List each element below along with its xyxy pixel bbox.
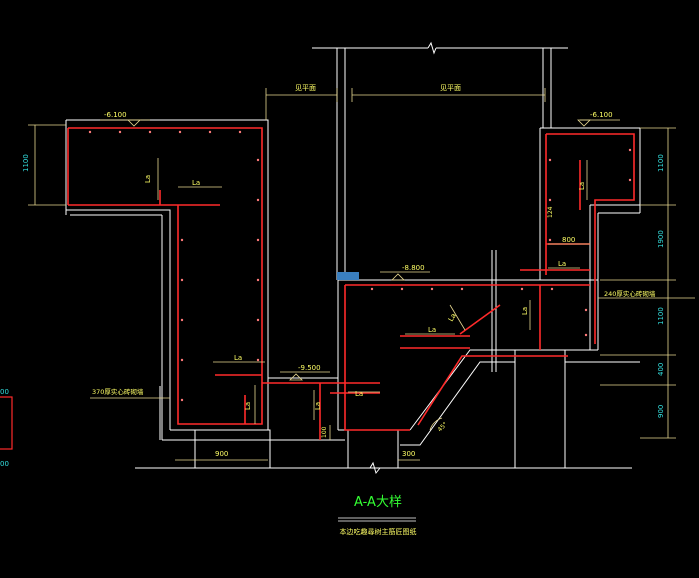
lap-label-9: La: [558, 260, 566, 268]
level-right-top: -6.100: [590, 111, 613, 119]
concrete-outline: [65, 41, 641, 475]
dim-right-1100: 1100: [657, 154, 665, 172]
dim-right-1100b: 1100: [657, 307, 665, 325]
lap-label-5: La: [355, 390, 363, 398]
lap-label-10: La: [578, 182, 586, 190]
drawing-text: 见平面 见平面 -6.100 -6.100 -8.800 -9.500 La L…: [92, 84, 656, 458]
title-main: A-A大样: [354, 495, 402, 510]
dim-bottom-900: 900: [215, 450, 228, 458]
dim-bottom-100: 100: [321, 426, 328, 438]
title-sub: 本边吃趣尋树主筋匠图纸: [340, 527, 417, 536]
lap-label-6: La: [314, 402, 322, 410]
dim-left-1100: 1100: [22, 154, 30, 172]
lap-label-8: La: [447, 312, 458, 323]
rebar-lines: [67, 127, 635, 440]
bar-tag: 124: [547, 206, 554, 218]
dim-right-1900: 1900: [657, 230, 665, 248]
dim-right-900: 900: [657, 405, 665, 418]
dim-slope: 45°: [436, 421, 448, 433]
top-dim-left: 见平面: [295, 84, 316, 92]
lap-label-3: La: [234, 354, 242, 362]
lap-label-7: La: [428, 326, 436, 334]
top-dim-right: 见平面: [440, 84, 461, 92]
level-left-top: -6.100: [104, 111, 127, 119]
wall-note-right: 240厚实心砖砌墙: [604, 289, 656, 298]
edge-label-b: 00: [0, 460, 9, 468]
lap-label-11: La: [521, 307, 529, 315]
lap-label-2: La: [144, 175, 152, 183]
lap-label-4: La: [244, 402, 252, 410]
edge-label-a: 00: [0, 388, 9, 396]
wall-note-left: 370厚实心砖砌墙: [92, 387, 144, 396]
dimension-lines: [28, 88, 695, 461]
dim-bottom-300: 300: [402, 450, 415, 458]
level-bottom: -9.500: [298, 364, 321, 372]
left-edge-fragment: 00 00: [0, 388, 13, 468]
rebar-dots: [88, 130, 632, 402]
dim-right-400: 400: [657, 363, 665, 376]
lap-label-1: La: [192, 179, 200, 187]
dimension-text: 1100 1100 1900 1100 400 900: [22, 154, 665, 418]
drawing-title: A-A大样 本边吃趣尋树主筋匠图纸: [338, 495, 417, 536]
column-marker: [337, 272, 359, 280]
level-middle: -8.800: [402, 264, 425, 272]
dim-inner-800: 800: [562, 236, 575, 244]
